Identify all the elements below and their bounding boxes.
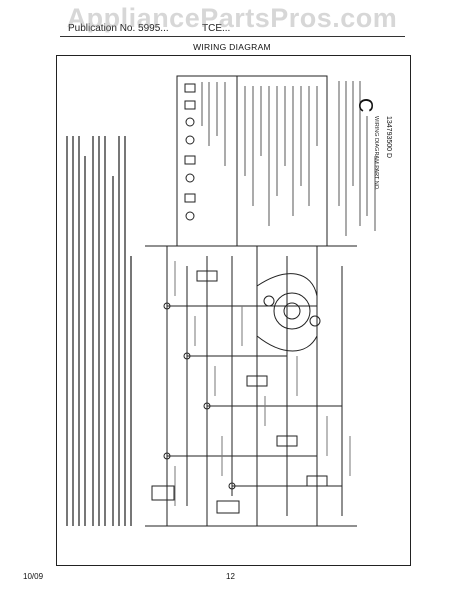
part-number-block: WIRING DIAGRAM PART NO. 134793500 D: [373, 116, 392, 191]
watermark: AppliancePartsPros.com: [66, 3, 398, 33]
section-title: WIRING DIAGRAM: [193, 42, 271, 52]
legend-text: [201, 82, 318, 226]
header-rule: [60, 36, 405, 37]
part-label: WIRING DIAGRAM PART NO.: [373, 116, 379, 191]
page-number: 12: [226, 572, 235, 581]
wiring-diagram: C WIRING DIAGRAM PART NO. 134793500 D: [56, 55, 411, 566]
header-model: TCE...: [202, 23, 231, 34]
component-labels: [174, 261, 351, 506]
legend-block: [176, 75, 328, 247]
revision-letter: C: [354, 98, 376, 112]
motor-component: [263, 292, 321, 330]
warning-text-block: [66, 136, 132, 526]
footer-date: 10/09: [23, 572, 44, 581]
header-publication: Publication No. 5995...: [68, 23, 169, 34]
wiring-diagram-graphic: C WIRING DIAGRAM PART NO. 134793500 D: [66, 75, 392, 527]
notes-text: [338, 81, 376, 236]
switch-components: [151, 270, 328, 514]
part-number: 134793500 D: [385, 116, 392, 158]
